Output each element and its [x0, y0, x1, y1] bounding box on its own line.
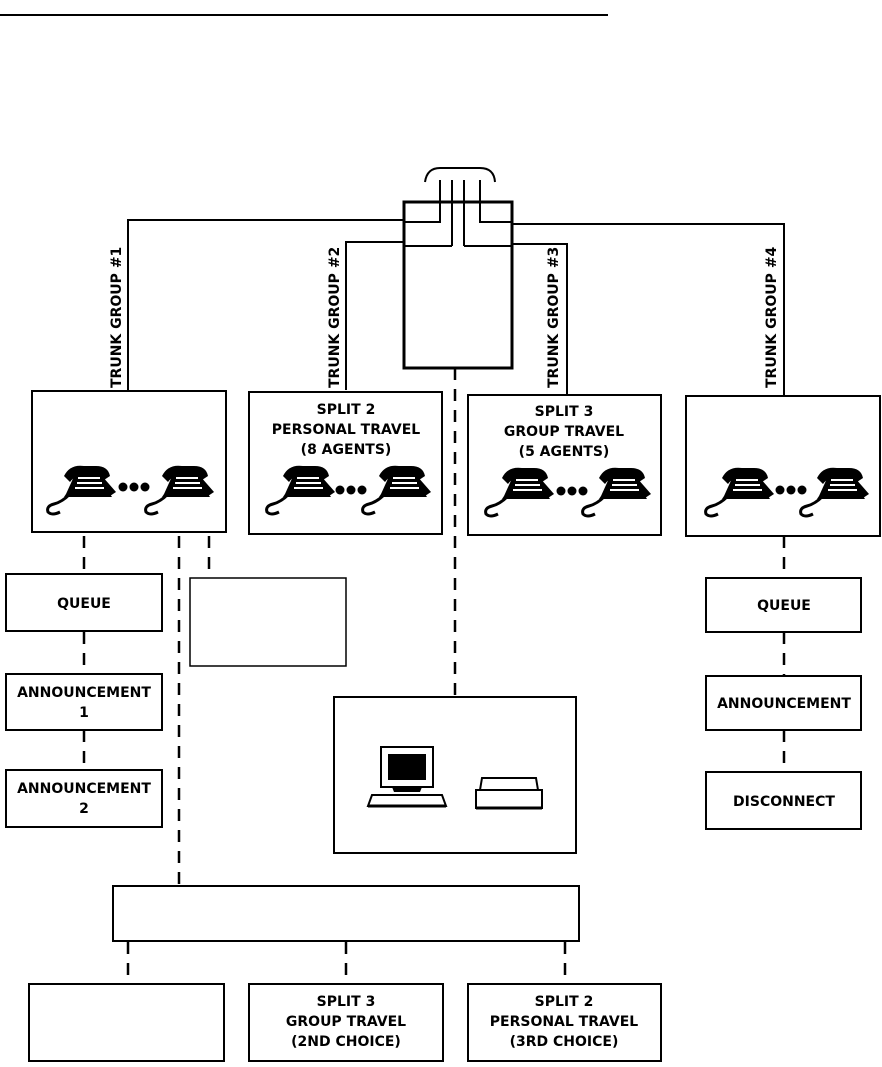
disconnect-label: DISCONNECT [733, 794, 835, 810]
announcement-1-box: ANNOUNCEMENT 1 [5, 673, 163, 731]
agent-group-1 [31, 390, 227, 533]
switch-box [402, 200, 514, 370]
agent-group-split-2: SPLIT 2 PERSONAL TRAVEL (8 AGENTS) [248, 391, 443, 535]
ellipsis-dots-icon [335, 485, 367, 495]
announcement-1-line2: 1 [79, 705, 89, 721]
trunk-group-3-label: TRUNK GROUP #3 [546, 247, 562, 388]
split-2-choice-line1: SPLIT 2 [535, 994, 594, 1010]
switch-internal-wiring [405, 206, 512, 247]
telephone-icon [265, 464, 337, 516]
incoming-trunks [424, 167, 496, 246]
announcement-1-line1: ANNOUNCEMENT [17, 685, 151, 701]
split-3-name: GROUP TRAVEL [504, 424, 624, 440]
left-queue-label: QUEUE [57, 596, 111, 612]
split-2-title: SPLIT 2 [317, 402, 376, 418]
ellipsis-dots-icon [775, 485, 807, 495]
split-2-choice-line3: (3RD CHOICE) [510, 1034, 619, 1050]
split-3-title: SPLIT 3 [535, 404, 594, 420]
right-queue-label: QUEUE [757, 598, 811, 614]
empty-side-box [189, 577, 347, 667]
telephone-icon [799, 466, 871, 518]
split-3-choice-line2: GROUP TRAVEL [286, 1014, 406, 1030]
bottom-empty-box [28, 983, 225, 1062]
right-announcement-box: ANNOUNCEMENT [705, 675, 862, 731]
split-2-choice-box: SPLIT 2 PERSONAL TRAVEL (3RD CHOICE) [467, 983, 662, 1062]
telephone-icon [484, 466, 556, 518]
trunk-lines [127, 219, 785, 396]
trunk-group-2-label: TRUNK GROUP #2 [327, 247, 343, 388]
split-3-choice-line3: (2ND CHOICE) [291, 1034, 401, 1050]
announcement-2-line2: 2 [79, 801, 89, 817]
telephone-icon [46, 464, 118, 516]
announcement-2-line1: ANNOUNCEMENT [17, 781, 151, 797]
agent-group-split-3: SPLIT 3 GROUP TRAVEL (5 AGENTS) [467, 394, 662, 536]
ellipsis-dots-icon [556, 486, 588, 496]
right-queue-box: QUEUE [705, 577, 862, 633]
split-2-agents: (8 AGENTS) [301, 442, 392, 458]
split-3-choice-line1: SPLIT 3 [317, 994, 376, 1010]
routing-box [112, 885, 580, 942]
trunk-group-4-label: TRUNK GROUP #4 [764, 246, 780, 388]
right-announcement-label: ANNOUNCEMENT [717, 696, 851, 712]
computer-terminal-icon [366, 746, 448, 808]
trunk-group-1-label: TRUNK GROUP #1 [109, 247, 125, 388]
agent-group-4 [685, 395, 881, 537]
telephone-icon [144, 464, 216, 516]
split-2-name: PERSONAL TRAVEL [272, 422, 421, 438]
telephone-icon [581, 466, 653, 518]
dashed-connectors [82, 368, 786, 984]
split-3-agents: (5 AGENTS) [519, 444, 610, 460]
ellipsis-dots-icon [118, 482, 150, 492]
split-2-choice-line2: PERSONAL TRAVEL [490, 1014, 639, 1030]
disconnect-box: DISCONNECT [705, 771, 862, 830]
printer-icon [475, 777, 543, 810]
announcement-2-box: ANNOUNCEMENT 2 [5, 769, 163, 828]
telephone-icon [704, 466, 776, 518]
management-terminal-box [333, 696, 577, 854]
split-3-choice-box: SPLIT 3 GROUP TRAVEL (2ND CHOICE) [248, 983, 444, 1062]
left-queue-box: QUEUE [5, 573, 163, 632]
telephone-icon [361, 464, 433, 516]
